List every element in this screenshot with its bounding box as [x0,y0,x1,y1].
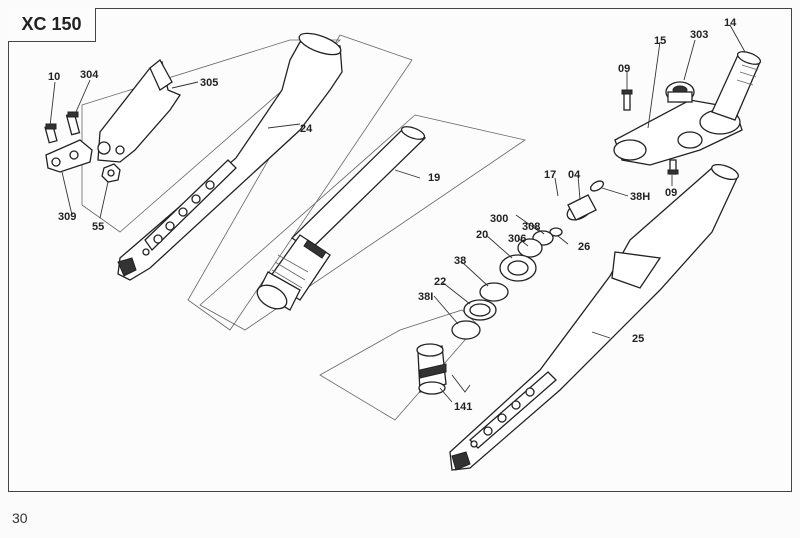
group-outline-141 [319,309,479,421]
bearing-cap-303 [665,81,695,103]
group-outline-19 [199,114,526,331]
clamp-309 [45,139,93,173]
fork-leg-24 [117,32,343,281]
fork-leg-25 [449,163,739,471]
bolt-09-top [621,89,633,111]
callout-09-bottom: 09 [665,187,677,199]
callout-09-top: 09 [618,63,630,75]
callout-300: 300 [490,213,508,225]
bushing-141 [416,343,447,395]
callout-24: 24 [300,123,313,135]
callout-309: 309 [58,211,76,223]
callout-304: 304 [80,69,99,81]
callout-25: 25 [632,333,644,345]
callout-55: 55 [92,221,104,233]
callout-10: 10 [48,71,60,83]
callout-303: 303 [690,29,708,41]
callout-38: 38 [454,255,466,267]
callout-20: 20 [476,229,488,241]
callout-04: 04 [568,169,581,181]
clip-38I [451,320,481,340]
callout-14: 14 [724,17,737,29]
callout-22: 22 [434,276,446,288]
steerer-14 [711,51,762,121]
callout-306: 306 [508,233,526,245]
callout-15: 15 [654,35,666,47]
bolt-10 [44,123,58,144]
cap-04 [566,194,597,221]
leader-lines [49,24,746,403]
callout-141: 141 [454,401,472,413]
bracket-305 [97,59,181,163]
clip-38 [479,282,509,302]
nut-55 [101,163,121,183]
washer-22 [463,299,497,321]
inner-tube-19 [256,126,427,311]
clip-38H [589,180,605,192]
seal-20 [499,254,537,282]
bushing-306 [517,238,543,258]
callout-305: 305 [200,77,218,89]
group-outline-24 [187,34,413,331]
callout-17: 17 [544,169,556,181]
bolt-304 [65,111,81,136]
callout-26: 26 [578,241,590,253]
oring-26 [549,227,563,237]
page-number: 30 [12,510,28,526]
bolt-09-bottom [667,159,679,175]
callout-308: 308 [522,221,540,233]
callout-38H: 38H [630,191,650,203]
group-outline-left [81,39,342,233]
model-title: XC 150 [8,8,96,42]
callout-19: 19 [428,172,440,184]
callout-38I: 38I [418,291,433,303]
